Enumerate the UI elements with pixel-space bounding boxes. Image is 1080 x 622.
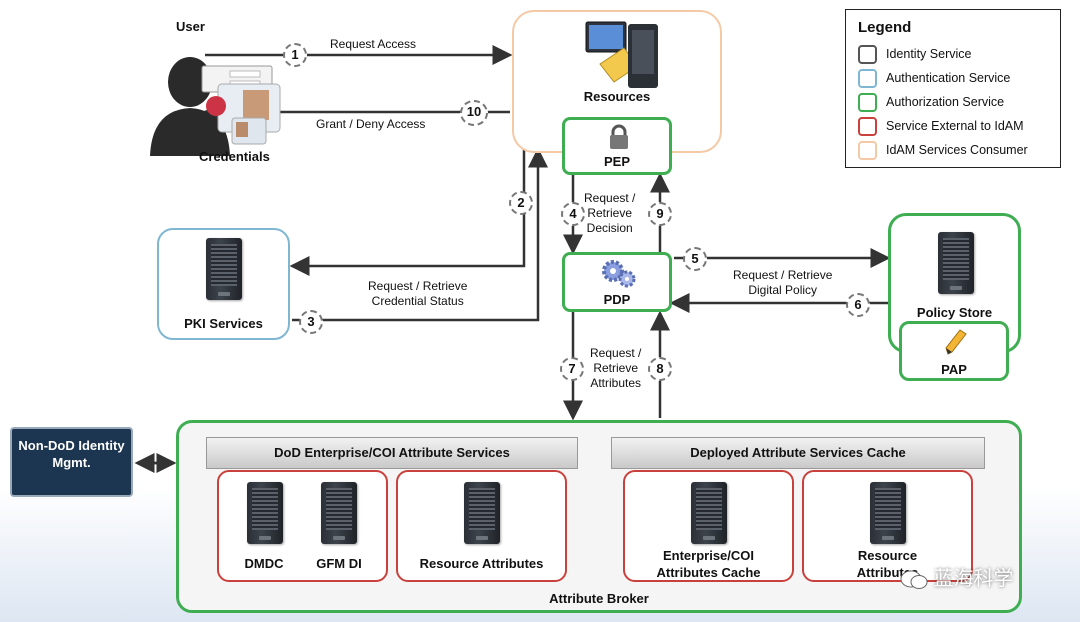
- arrow-resources-to-pki: [289, 143, 526, 276]
- policy-store-label: Policy Store: [916, 305, 993, 320]
- arrow-pki-to-resources: [292, 147, 548, 322]
- gfm-label: GFM DI: [316, 556, 362, 571]
- server-icon: [206, 238, 242, 300]
- resource-attributes-label: Resource Attributes: [419, 556, 544, 571]
- non-dod-identity-box[interactable]: Non-DoD Identity Mgmt.: [10, 427, 133, 497]
- gears-icon: [599, 257, 639, 289]
- pap-label: PAP: [941, 362, 967, 377]
- step-2: 2: [509, 191, 533, 215]
- pki-services-label: PKI Services: [184, 316, 263, 331]
- step-4: 4: [561, 202, 585, 226]
- wechat-icon: [900, 570, 928, 590]
- legend: Legend Identity Service Authentication S…: [845, 9, 1061, 168]
- dmdc-gfm-box[interactable]: DMDC GFM DI: [217, 470, 388, 582]
- server-icon: [247, 482, 283, 544]
- pdp-label: PDP: [603, 292, 631, 307]
- step-10: 10: [460, 100, 488, 126]
- dod-services-header: DoD Enterprise/COI Attribute Services: [206, 437, 578, 469]
- user-icon: [148, 48, 288, 158]
- legend-swatch: [858, 93, 877, 112]
- credentials-label: Credentials: [199, 149, 270, 164]
- legend-swatch: [858, 69, 877, 88]
- step-3: 3: [299, 310, 323, 334]
- resource-attributes-box[interactable]: Resource Attributes: [396, 470, 567, 582]
- server-icon: [938, 232, 974, 294]
- dmdc-label: DMDC: [244, 556, 284, 571]
- step-1: 1: [283, 43, 307, 67]
- server-icon: [870, 482, 906, 544]
- legend-swatch: [858, 117, 877, 136]
- server-icon: [464, 482, 500, 544]
- grant-deny-label: Grant / Deny Access: [316, 117, 426, 131]
- resources-label: Resources: [583, 89, 651, 104]
- pep-label: PEP: [603, 154, 630, 169]
- server-icon: [321, 482, 357, 544]
- step-7: 7: [560, 357, 584, 381]
- deployed-cache-header: Deployed Attribute Services Cache: [611, 437, 985, 469]
- pki-services-box[interactable]: PKI Services: [157, 228, 290, 340]
- watermark: 蓝海科学: [900, 562, 1050, 590]
- pencil-icon: [944, 328, 968, 356]
- lock-icon: [609, 124, 629, 150]
- legend-swatch: [858, 45, 877, 64]
- server-icon: [691, 482, 727, 544]
- pap-box[interactable]: PAP: [899, 321, 1009, 381]
- step-8: 8: [648, 357, 672, 381]
- step-9: 9: [648, 202, 672, 226]
- user-label: User: [176, 19, 205, 34]
- legend-title: Legend: [858, 19, 912, 36]
- request-access-label: Request Access: [330, 37, 417, 51]
- pdp-box[interactable]: PDP: [562, 252, 672, 312]
- legend-swatch: [858, 141, 877, 160]
- step-6: 6: [846, 293, 870, 317]
- attribute-broker-label: Attribute Broker: [549, 591, 649, 606]
- pep-box[interactable]: PEP: [562, 117, 672, 175]
- step-5: 5: [683, 247, 707, 271]
- resources-icon: [582, 20, 662, 92]
